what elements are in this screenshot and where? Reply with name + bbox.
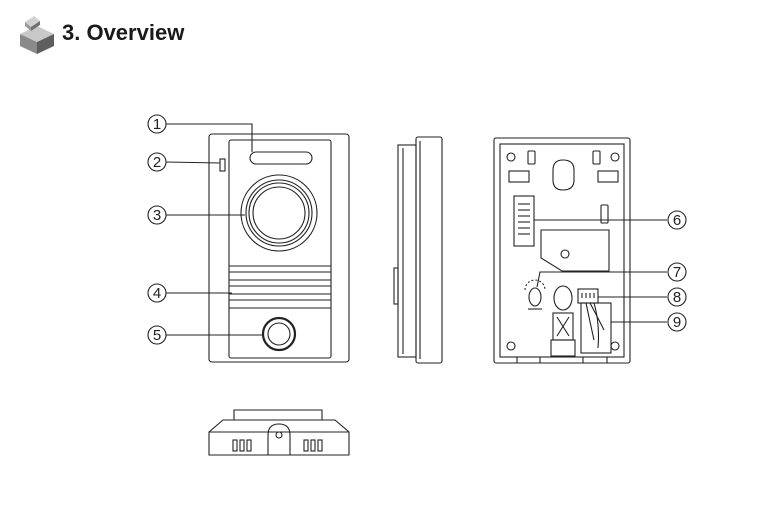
mounting-plate (540, 229, 610, 272)
side-grill (393, 267, 399, 305)
callout-6 (667, 210, 687, 230)
screw-bottom-right (610, 341, 620, 351)
side-indicator (219, 158, 226, 172)
callout-8 (667, 287, 687, 307)
lens-ring (245, 179, 313, 247)
callouts (147, 114, 687, 345)
front-outer-frame (208, 133, 350, 363)
bottom-view (208, 409, 350, 456)
back-outer (493, 137, 631, 364)
screw-top-left (506, 152, 516, 162)
callout-5 (147, 325, 167, 345)
cube-icon (20, 16, 54, 54)
callout-label-3: 3 (153, 207, 161, 224)
speaker-grill (229, 265, 331, 309)
front-panel (228, 139, 332, 359)
callout-4 (147, 283, 167, 303)
lens-ring-inner (248, 182, 310, 244)
section-header: 3. Overview (18, 12, 184, 54)
dip-switch (513, 195, 535, 247)
wires (580, 302, 612, 354)
volume-knob (528, 287, 542, 307)
side-view (393, 136, 443, 364)
hanging-hook (552, 159, 575, 191)
screw-bottom-left (506, 341, 516, 351)
callout-3 (147, 205, 167, 225)
lens-outer (240, 174, 318, 252)
bottom-hook (267, 423, 291, 455)
callout-label-1: 1 (153, 116, 161, 133)
callout-label-6: 6 (673, 212, 681, 229)
back-view (493, 137, 631, 364)
camera-slot (249, 151, 313, 165)
callout-label-7: 7 (673, 264, 681, 281)
callout-lines (165, 123, 667, 336)
side-front-panel (397, 144, 417, 358)
callout-labels: 1 2 3 4 5 6 7 8 9 (153, 116, 681, 344)
callout-9 (667, 312, 687, 332)
callout-label-5: 5 (153, 327, 161, 344)
callout-1 (147, 114, 167, 134)
back-inner (499, 143, 625, 358)
screw-top-right (610, 152, 620, 162)
call-button-inner (267, 322, 291, 346)
page-title: 3. Overview (62, 20, 185, 45)
callout-label-9: 9 (673, 314, 681, 331)
callout-7 (667, 262, 687, 282)
connector-port (577, 288, 599, 304)
callout-label-8: 8 (673, 289, 681, 306)
call-button (261, 316, 297, 352)
front-view (208, 133, 350, 363)
callout-label-2: 2 (153, 154, 161, 171)
callout-label-4: 4 (153, 285, 161, 302)
lens-inner (252, 186, 306, 240)
callout-2 (147, 152, 167, 172)
